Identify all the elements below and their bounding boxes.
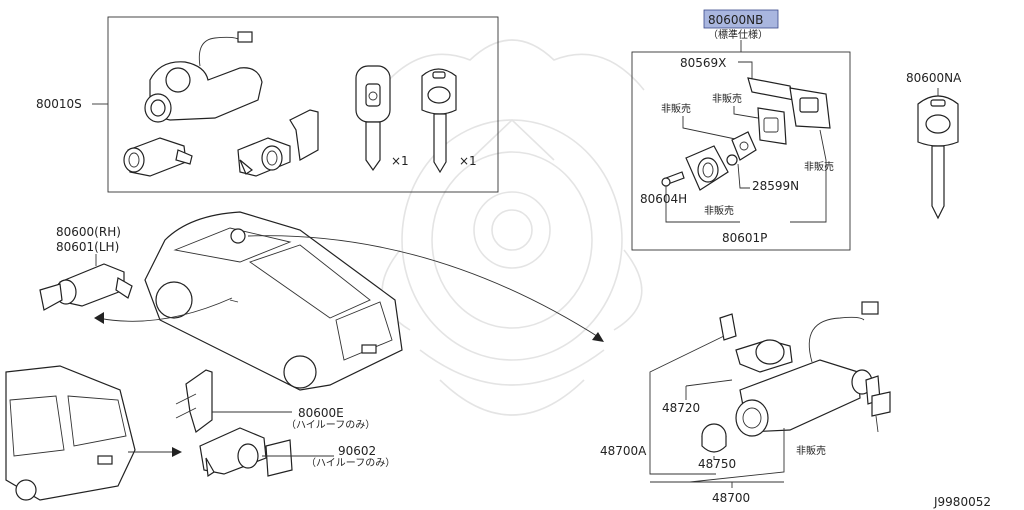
key-blank-80569X bbox=[731, 77, 831, 161]
label-80569X: 80569X bbox=[680, 56, 726, 70]
ignition-lock-assembly-kit bbox=[144, 31, 263, 123]
label-80600RH: 80600(RH) bbox=[56, 225, 121, 239]
door-cylinder-kit-right bbox=[237, 137, 291, 177]
door-cylinder-80600 bbox=[39, 263, 133, 311]
master-key-80600NA bbox=[917, 95, 959, 220]
label-hihanbai-4: 非販売 bbox=[704, 204, 734, 217]
door-cylinder-kit-left bbox=[123, 137, 193, 177]
highlight-80600NB bbox=[703, 9, 779, 29]
label-80600E-note: （ハイルーフのみ） bbox=[286, 419, 375, 431]
label-28599N: 28599N bbox=[752, 179, 799, 193]
label-80010S: 80010S bbox=[36, 97, 82, 111]
label-80600E: 80600E bbox=[298, 406, 344, 420]
back-door-cylinder-90602 bbox=[199, 427, 293, 478]
screw-80604H bbox=[661, 171, 685, 187]
bracket-80600E bbox=[175, 369, 213, 433]
key-head-80601P bbox=[685, 145, 738, 191]
label-80604H: 80604H bbox=[640, 192, 687, 206]
label-48720: 48720 bbox=[662, 401, 700, 415]
van-illustration bbox=[144, 211, 403, 391]
label-hihanbai-2: 非販売 bbox=[712, 92, 742, 105]
label-80600NB-note: （標準仕様） bbox=[708, 28, 768, 41]
qty-master-key: ×1 bbox=[459, 154, 477, 168]
clip-plate-kit bbox=[289, 109, 319, 161]
label-48750: 48750 bbox=[698, 457, 736, 471]
rear-van-illustration bbox=[5, 365, 136, 501]
label-90602-note: （ハイルーフのみ） bbox=[306, 457, 395, 469]
label-hihanbai-5: 非販売 bbox=[796, 444, 826, 457]
ignition-switch-assembly-48700 bbox=[719, 301, 891, 437]
label-80600NB: 80600NB bbox=[708, 13, 763, 27]
label-90602: 90602 bbox=[338, 444, 376, 458]
arrow-to-door-cylinder bbox=[97, 297, 233, 322]
arrow-to-ignition bbox=[247, 235, 601, 339]
qty-transponder-key: ×1 bbox=[391, 154, 409, 168]
transponder-key-kit bbox=[355, 65, 391, 172]
label-80600NA: 80600NA bbox=[906, 71, 962, 85]
label-48700: 48700 bbox=[712, 491, 750, 505]
bushing-48750 bbox=[701, 423, 727, 453]
label-hihanbai-3: 非販売 bbox=[804, 160, 834, 173]
watermark-crest bbox=[379, 39, 645, 416]
kit-box-80600NB bbox=[631, 51, 851, 251]
label-48700A: 48700A bbox=[600, 444, 647, 458]
master-key-kit bbox=[421, 68, 457, 174]
label-hihanbai-1: 非販売 bbox=[661, 102, 691, 115]
kit-box-80010S bbox=[107, 16, 499, 193]
label-80601P: 80601P bbox=[722, 231, 767, 245]
diagram-code: J9980052 bbox=[933, 495, 991, 509]
label-80601LH: 80601(LH) bbox=[56, 240, 119, 254]
